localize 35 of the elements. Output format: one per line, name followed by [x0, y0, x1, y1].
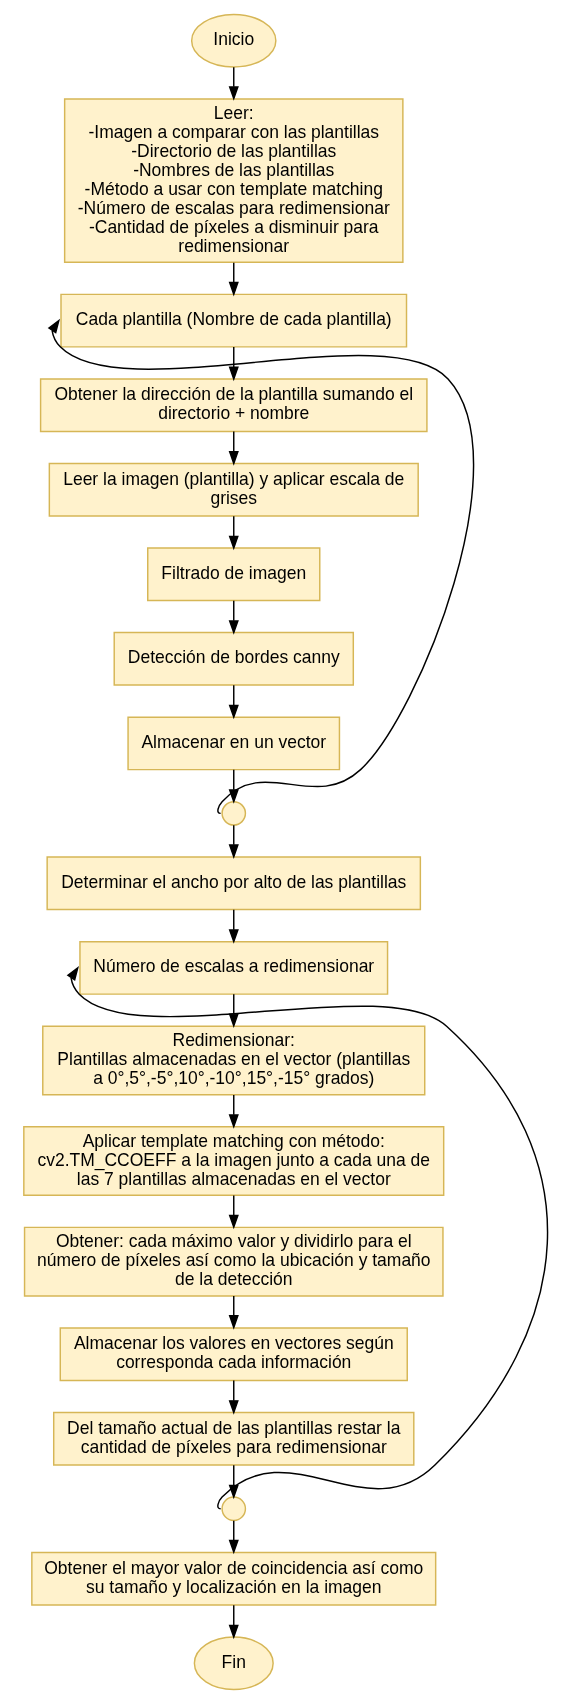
arrow — [228, 430, 239, 466]
node-box: Leer la imagen (plantilla) y aplicar escala de grises — [48, 462, 419, 517]
arrow — [66, 966, 548, 1510]
arrow — [228, 346, 239, 382]
arrow — [228, 261, 239, 297]
arrow — [228, 515, 239, 551]
arrow — [228, 909, 239, 944]
node-ellipse: Inicio — [190, 13, 277, 68]
node-box: Obtener: cada máximo valor y dividirlo para el número de píxeles así como la ubicación y tamaño de la detección — [23, 1226, 444, 1297]
node-box: Redimensionar: Plantillas almacenadas en el vector (plantillas a 0°,5°,-5°,10°,-10°,15°,-15° grados) — [41, 1025, 425, 1096]
arrow — [228, 1379, 239, 1415]
arrow — [228, 1194, 239, 1230]
arrow — [228, 824, 239, 859]
node-circle — [220, 800, 246, 826]
arrow — [228, 599, 239, 635]
arrow — [228, 684, 239, 720]
arrow — [228, 66, 239, 101]
node-box: Obtener la dirección de la plantilla sumando el directorio + nombre — [39, 378, 428, 433]
arrow — [228, 1295, 239, 1330]
node-box: Del tamaño actual de las plantillas restar la cantidad de píxeles para redimensionar — [52, 1411, 415, 1466]
node-box: Determinar el ancho por alto de las plantillas — [45, 856, 421, 911]
node-box: Número de escalas a redimensionar — [78, 940, 388, 995]
node-box: Almacenar en un vector — [126, 716, 340, 771]
arrow — [228, 1604, 239, 1640]
node-box: Almacenar los valores en vectores según corresponda cada información — [59, 1327, 408, 1382]
node-ellipse: Fin — [193, 1636, 274, 1691]
node-box: Filtrado de imagen — [146, 547, 320, 602]
node-circle — [220, 1496, 246, 1522]
node-box: Cada plantilla (Nombre de cada plantilla) — [59, 293, 407, 348]
node-box: Leer: -Imagen a comparar con las plantillas -Directorio de las plantillas -Nombres de las plantillas -Método a usar con template matching -Número de escalas para redimensionar -Cantidad de píxeles a disminuir para redimensionar — [63, 98, 404, 264]
arrow — [228, 1094, 239, 1129]
node-box: Detección de bordes canny — [113, 631, 354, 686]
node-box: Aplicar template matching con método: cv2.TM_CCOEFF a la imagen junto a cada una de las 7 plantillas almacenadas en el vector — [22, 1126, 444, 1197]
node-box: Obtener el mayor valor de coincidencia así como su tamaño y localización en la imagen — [30, 1551, 436, 1606]
arrow — [228, 1519, 239, 1555]
